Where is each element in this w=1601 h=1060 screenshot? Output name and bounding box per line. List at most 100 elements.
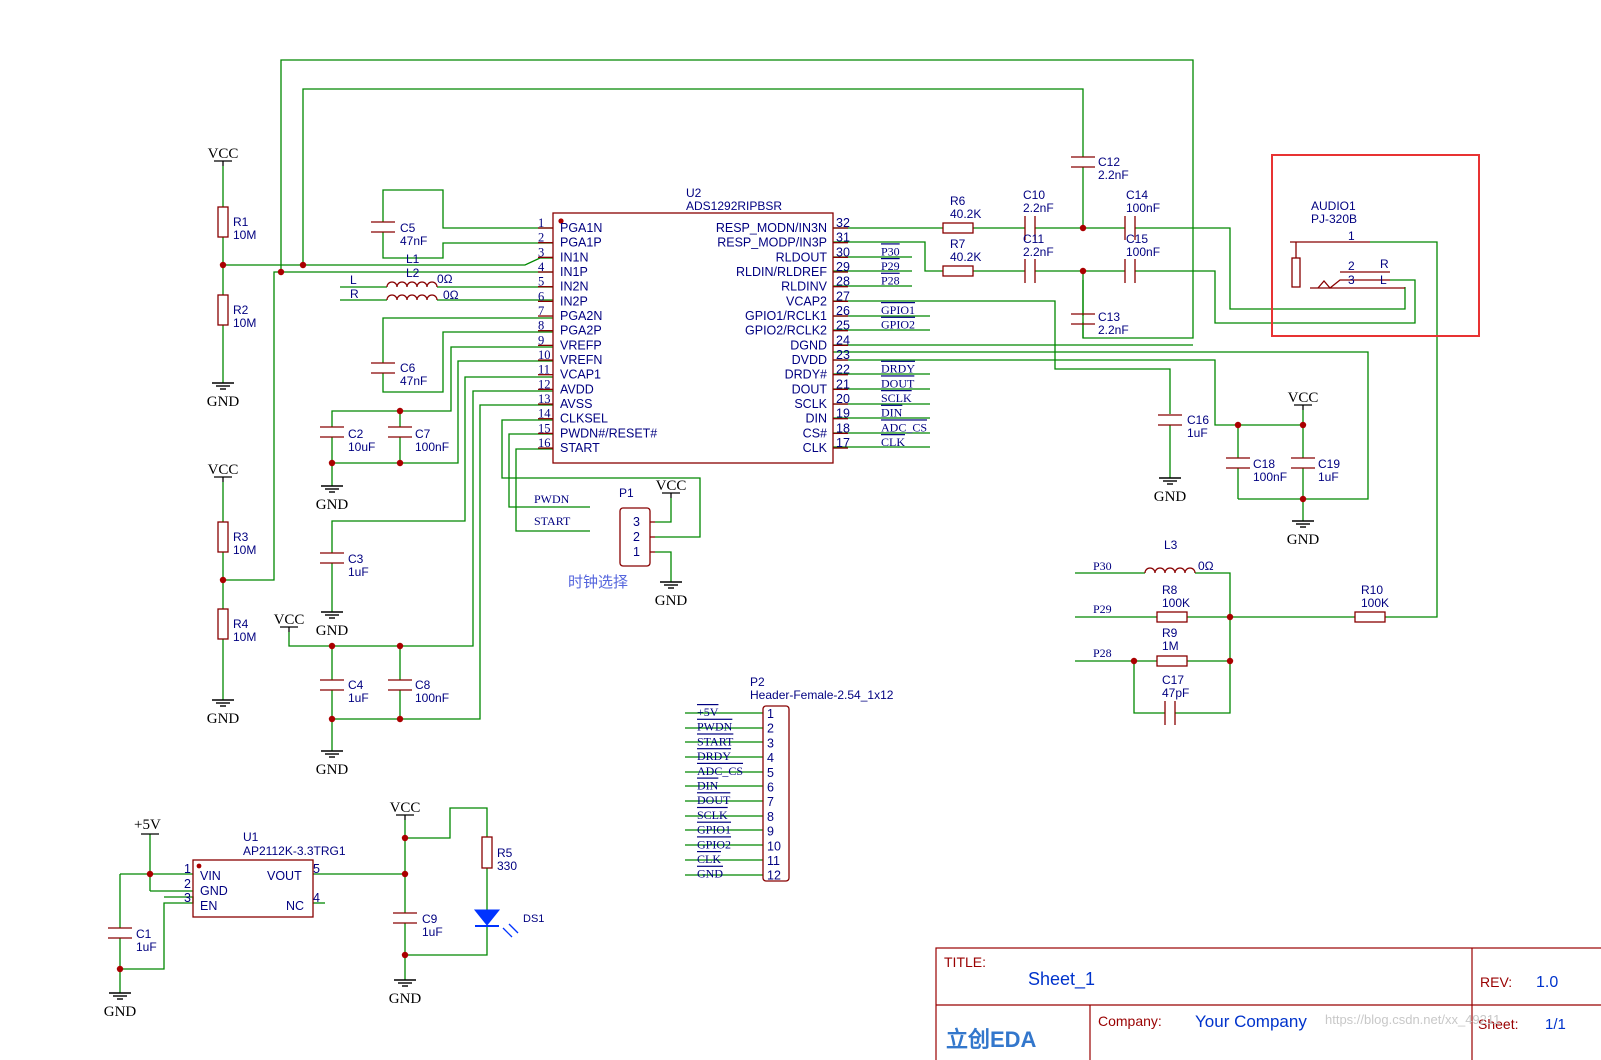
svg-text:EN: EN [200, 899, 217, 913]
c5-ref: C5 [400, 221, 416, 235]
ic-pin-num: 17 [836, 436, 850, 450]
svg-text:Header-Female-2.54_1x12: Header-Female-2.54_1x12 [750, 688, 894, 702]
c16-capacitor[interactable] [1158, 414, 1182, 426]
net-label: DRDY [881, 362, 915, 376]
audio-jack[interactable]: AUDIO1 PJ-320B 1 2 3 R L [1271, 154, 1480, 337]
r3-resistor[interactable] [217, 521, 229, 553]
led-ds1[interactable]: DS1 [473, 909, 544, 938]
ic-pin-num: 27 [836, 289, 850, 303]
c12-capacitor[interactable] [1071, 156, 1095, 168]
ic-pin-label: PWDN#/RESET# [560, 426, 657, 440]
r7-resistor[interactable] [942, 265, 974, 277]
ic-pin-label: AVDD [560, 382, 594, 396]
r9-value: 1M [1162, 639, 1179, 653]
ic-pin-label: GPIO1/RCLK1 [745, 309, 827, 323]
svg-text:L: L [1380, 273, 1387, 287]
c11-ref: C11 [1023, 232, 1044, 246]
c18-capacitor[interactable] [1226, 457, 1250, 469]
c12-ref: C12 [1098, 155, 1120, 169]
svg-text:R: R [1380, 257, 1389, 271]
ic-designator: U2 [686, 186, 702, 200]
c2-capacitor[interactable] [320, 426, 344, 438]
c3-ref: C3 [348, 552, 364, 566]
header-net-label: ADC_CS [697, 764, 743, 778]
c3-capacitor[interactable] [320, 552, 344, 564]
c4-capacitor[interactable] [320, 679, 344, 691]
r5-resistor[interactable] [481, 836, 493, 869]
ic-pin-label: IN1P [560, 265, 588, 279]
c15-capacitor[interactable] [1124, 259, 1136, 283]
c17-ref: C17 [1162, 673, 1184, 687]
eda-logo: 立创EDA [946, 1027, 1037, 1052]
svg-text:1: 1 [633, 545, 640, 559]
ic-pin-num: 5 [538, 275, 544, 289]
c19-capacitor[interactable] [1291, 457, 1315, 469]
c10-capacitor[interactable] [1024, 216, 1036, 240]
c2-value: 10uF [348, 440, 375, 454]
svg-text:GND: GND [200, 884, 228, 898]
c11-value: 2.2nF [1023, 245, 1054, 259]
ic-pin-label: PGA2N [560, 309, 602, 323]
p1-connector[interactable]: 3 2 1 P1 时钟选择 [568, 486, 655, 591]
r9-resistor[interactable] [1156, 655, 1188, 667]
ic-pin-label: CLK [803, 441, 828, 455]
ic-pin-label: AVSS [560, 397, 592, 411]
c11-capacitor[interactable] [1024, 259, 1036, 283]
audio-part: PJ-320B [1311, 212, 1357, 226]
ic-pin-num: 25 [836, 319, 850, 333]
r6-resistor[interactable] [942, 222, 974, 234]
gnd-label: GND [207, 394, 240, 410]
p2-header[interactable]: P2 Header-Female-2.54_1x12 1234567891011… [697, 675, 894, 883]
header-net-label: GND [697, 867, 723, 881]
ic-pin-num: 19 [836, 407, 850, 421]
r8-resistor[interactable] [1156, 611, 1188, 623]
sheet-label: Sheet: [1478, 1016, 1518, 1032]
c9-capacitor[interactable] [393, 912, 417, 924]
c7-capacitor[interactable] [388, 426, 412, 438]
ic-pin-label: IN1N [560, 250, 588, 264]
r7-value: 40.2K [950, 250, 981, 264]
gnd-label: GND [316, 623, 349, 639]
p5v-label: +5V [134, 817, 161, 833]
net-label: ADC_CS [881, 420, 927, 434]
net-label-p29: P29 [1093, 602, 1112, 616]
r2-resistor[interactable] [217, 294, 229, 326]
c4-ref: C4 [348, 678, 364, 692]
c13-value: 2.2nF [1098, 323, 1129, 337]
vcc-label: VCC [1288, 390, 1319, 406]
c14-capacitor[interactable] [1124, 216, 1136, 240]
c16-ref: C16 [1187, 413, 1209, 427]
c5-capacitor[interactable] [371, 221, 395, 233]
ic-pin-num: 9 [538, 333, 544, 347]
c1-capacitor[interactable] [108, 927, 132, 939]
c13-capacitor[interactable] [1071, 313, 1095, 325]
r1-resistor[interactable] [217, 206, 229, 238]
c8-capacitor[interactable] [388, 679, 412, 691]
svg-text:NC: NC [286, 899, 304, 913]
r8-value: 100K [1162, 596, 1190, 610]
ic-pin-label: DIN [805, 412, 827, 426]
c6-capacitor[interactable] [371, 362, 395, 374]
svg-text:3: 3 [184, 891, 191, 905]
r6-ref: R6 [950, 194, 966, 208]
ap2112-regulator[interactable]: U1 AP2112K-3.3TRG1 VIN GND EN VOUT NC 1 … [184, 830, 346, 918]
ic-pin-label: RLDOUT [776, 250, 828, 264]
svg-text:DS1: DS1 [523, 913, 544, 925]
header-pin-number: 6 [767, 781, 774, 795]
gnd-label: GND [316, 762, 349, 778]
gnd-label: GND [389, 991, 422, 1007]
audio-ref: AUDIO1 [1311, 199, 1356, 213]
highlight-box [1271, 154, 1480, 337]
ic-pin-num: 30 [836, 245, 850, 259]
r4-resistor[interactable] [217, 608, 229, 640]
r10-resistor[interactable] [1354, 611, 1386, 623]
c17-capacitor[interactable] [1164, 701, 1176, 725]
net-label: GPIO1 [881, 303, 915, 317]
p1-ref: P1 [619, 486, 634, 500]
